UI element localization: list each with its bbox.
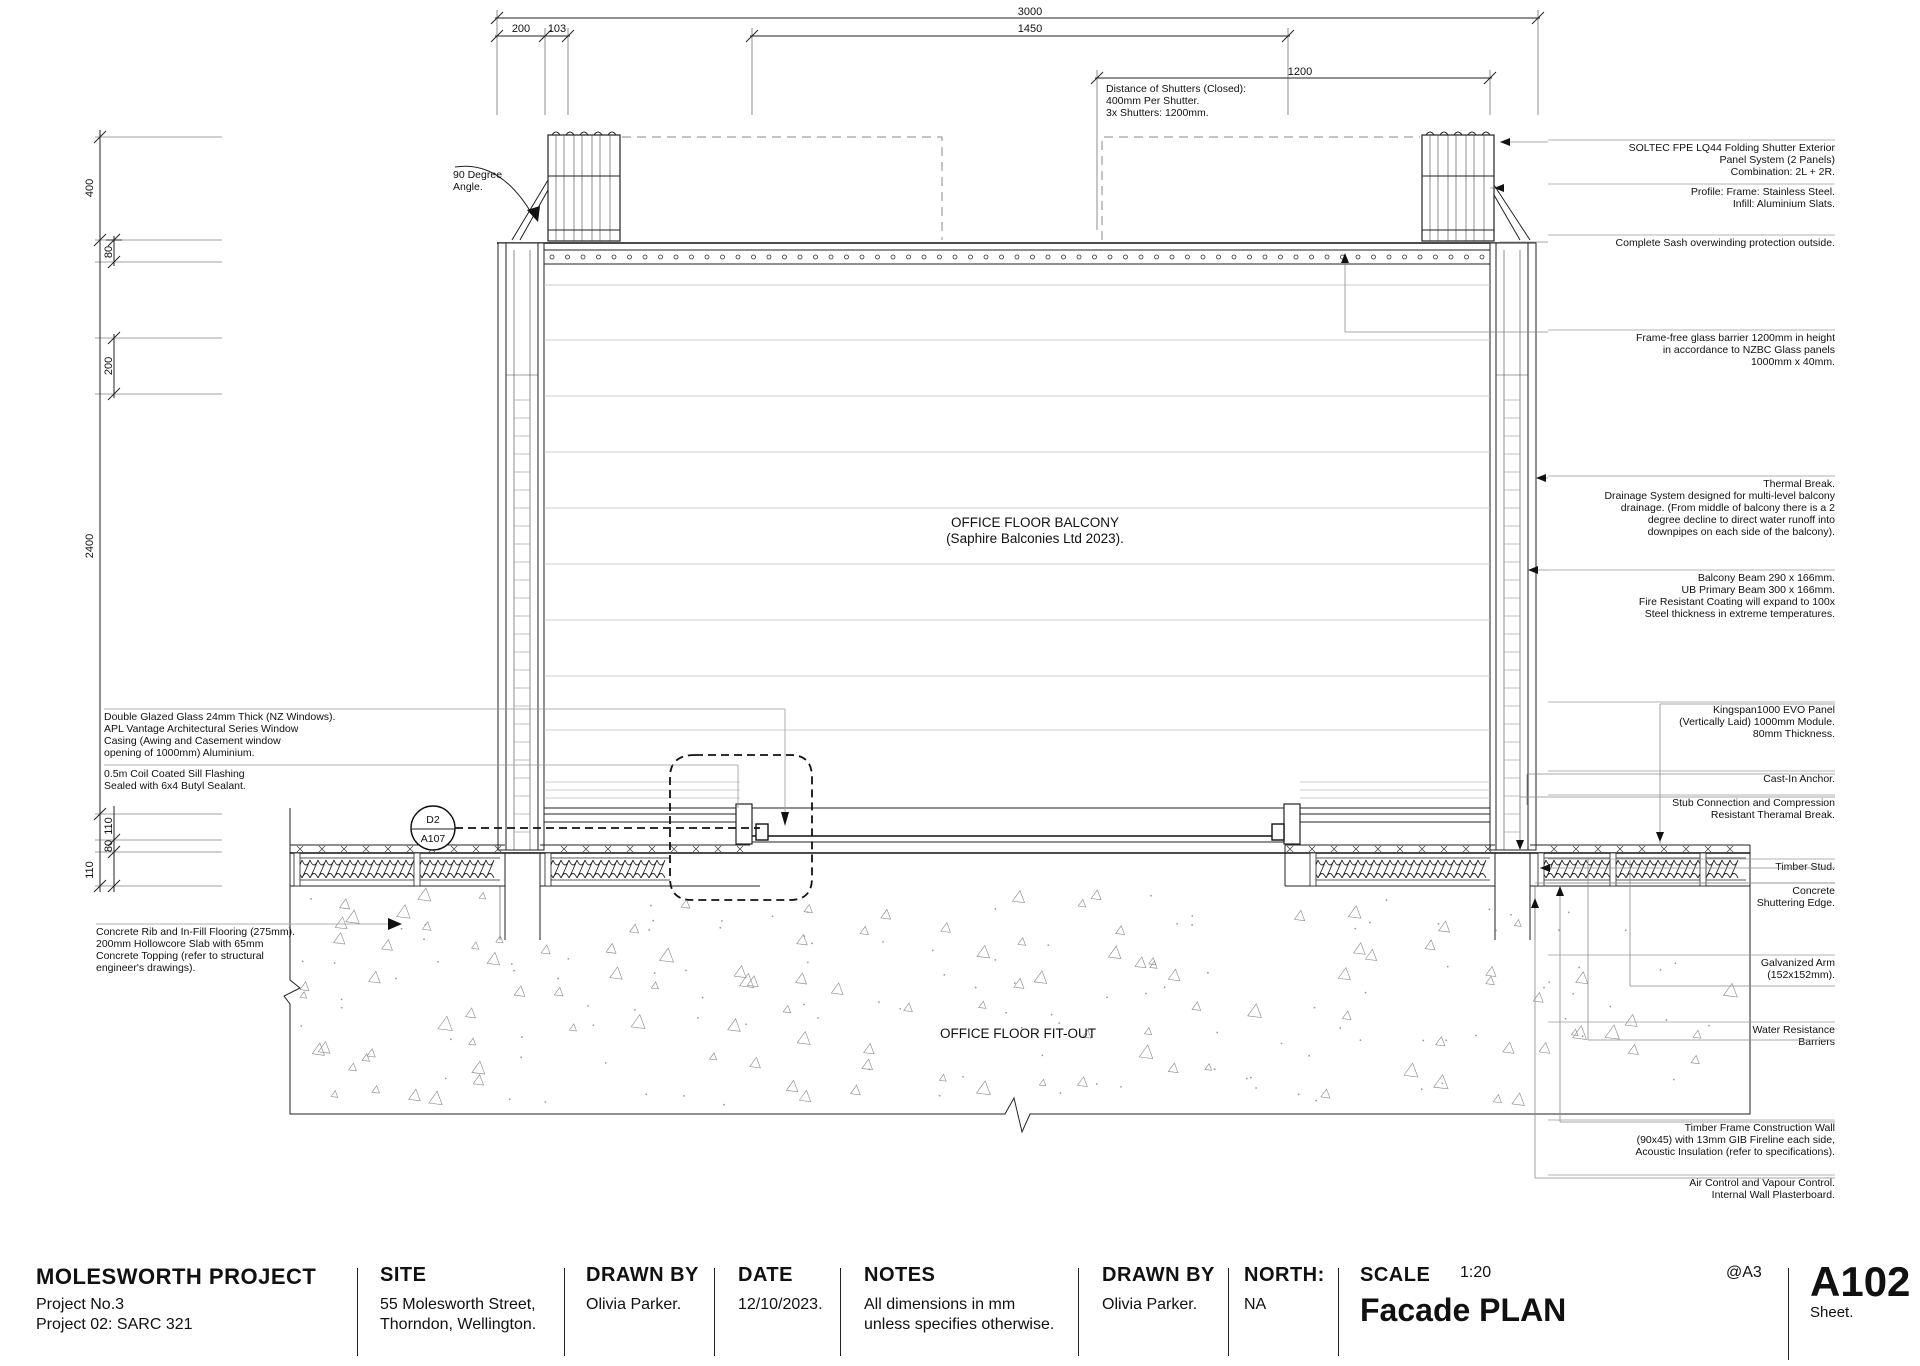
tb-drawn-by-2-name: Olivia Parker. — [1102, 1296, 1198, 1313]
tb-drawn-by-1: DRAWN BY Olivia Parker. — [586, 1262, 706, 1362]
label-balcony-sub: (Saphire Balconies Ltd 2023). — [946, 531, 1124, 546]
tb-date: DATE 12/10/2023. — [738, 1262, 838, 1362]
tb-notes-line1: All dimensions in mm — [864, 1296, 1016, 1313]
tb-sheet-label: Sheet. — [1810, 1304, 1854, 1321]
tb-scale-value: 1:20 — [1460, 1264, 1492, 1281]
right-note: Timber Frame Construction Wall(90x45) wi… — [1635, 1122, 1835, 1158]
right-note: Frame-free glass barrier 1200mm in heigh… — [1636, 332, 1835, 368]
right-notes: SOLTEC FPE LQ44 Folding Shutter Exterior… — [1341, 138, 1836, 1201]
label-fitout: OFFICE FLOOR FIT-OUT — [940, 1026, 1096, 1041]
tb-drawn-by-1-name: Olivia Parker. — [586, 1296, 682, 1313]
left-notes: Double Glazed Glass 24mm Thick (NZ Windo… — [96, 708, 789, 974]
angle-arc — [454, 165, 533, 215]
right-note: Cast-In Anchor. — [1763, 773, 1835, 785]
tb-project-course: Project 02: SARC 321 — [36, 1316, 193, 1333]
tb-project-title: MOLESWORTH PROJECT — [36, 1264, 317, 1289]
tb-scale-head: SCALE — [1360, 1264, 1431, 1286]
right-note: Profile: Frame: Stainless Steel.Infill: … — [1691, 186, 1835, 210]
tb-site-head: SITE — [380, 1264, 427, 1286]
top-dimensions: 3000 200 103 1450 1200 Distance of Shutt… — [490, 6, 1545, 230]
note-concrete: Concrete Rib and In-Fill Flooring (275mm… — [96, 926, 298, 974]
tb-site-line1: 55 Molesworth Street, — [380, 1296, 536, 1313]
dim-v-2400: 2400 — [84, 534, 96, 558]
tb-date-head: DATE — [738, 1264, 793, 1286]
dim-v-80: 80 — [103, 246, 115, 258]
tb-sheet: A102 Sheet. — [1810, 1258, 1918, 1362]
folding-shutter-right — [1421, 131, 1531, 242]
label-balcony: OFFICE FLOOR BALCONY — [951, 515, 1119, 530]
dim-v-110b: 110 — [84, 861, 96, 879]
right-note: Balcony Beam 290 x 166mm.UB Primary Beam… — [1639, 572, 1836, 620]
balcony-frame — [497, 242, 1537, 851]
note-angle: 90 Degree Angle. — [453, 169, 505, 193]
dim-200: 200 — [512, 23, 530, 35]
dim-v-200: 200 — [103, 357, 115, 375]
dim-v-110a: 110 — [103, 817, 115, 835]
tb-north-value: NA — [1244, 1296, 1267, 1313]
folding-shutter-left — [511, 131, 621, 242]
dim-103: 103 — [548, 23, 566, 35]
shutter-open-path-left — [622, 136, 943, 240]
left-dimensions: 400 80 200 2400 110 80 110 — [84, 130, 222, 893]
title-block: MOLESWORTH PROJECT Project No.3 Project … — [0, 1258, 1920, 1366]
detail-ref-top: D2 — [426, 814, 440, 826]
right-note: Kingspan1000 EVO Panel(Vertically Laid) … — [1679, 704, 1835, 740]
shutter-open-path-right — [1101, 136, 1420, 240]
right-note: Complete Sash overwinding protection out… — [1616, 237, 1835, 249]
barrier-bolt-row — [549, 254, 1485, 260]
tb-project: MOLESWORTH PROJECT Project No.3 Project … — [36, 1262, 356, 1362]
right-note: Air Control and Vapour Control.Internal … — [1689, 1177, 1835, 1201]
right-note: SOLTEC FPE LQ44 Folding Shutter Exterior… — [1629, 142, 1836, 178]
slab-insulation — [293, 845, 1746, 887]
note-shutter-distance: Distance of Shutters (Closed): 400mm Per… — [1106, 83, 1249, 119]
note-sill: 0.5m Coil Coated Sill Flashing Sealed wi… — [104, 768, 248, 792]
tb-project-no: Project No.3 — [36, 1296, 125, 1313]
post-panel-marks — [514, 399, 1520, 833]
tb-site: SITE 55 Molesworth Street, Thorndon, Wel… — [380, 1262, 560, 1362]
tb-notes-line2: unless specifies otherwise. — [864, 1316, 1055, 1333]
tb-paper-size: @A3 — [1726, 1264, 1762, 1281]
tb-drawn-by-1-head: DRAWN BY — [586, 1264, 699, 1286]
tb-drawn-by-2-head: DRAWN BY — [1102, 1264, 1215, 1286]
dim-1450: 1450 — [1018, 23, 1042, 35]
concrete-texture — [299, 887, 1738, 1106]
balcony-deck-lines — [544, 284, 1490, 799]
right-note: Thermal Break.Drainage System designed f… — [1604, 478, 1835, 538]
tb-sheet-number: A102 — [1810, 1258, 1911, 1305]
right-note: Timber Stud. — [1775, 861, 1835, 873]
tb-date-value: 12/10/2023. — [738, 1296, 823, 1313]
dim-v-400: 400 — [84, 179, 96, 197]
tb-drawn-by-2: DRAWN BY Olivia Parker. — [1102, 1262, 1222, 1362]
tb-site-line2: Thorndon, Wellington. — [380, 1316, 537, 1333]
tb-scale: SCALE 1:20 Facade PLAN @A3 — [1360, 1262, 1770, 1362]
tb-north: NORTH: NA — [1244, 1262, 1334, 1362]
detail-ref-bottom: A107 — [421, 833, 446, 845]
right-note: Galvanized Arm(152x152mm). — [1761, 957, 1835, 981]
facade-plan-drawing: 3000 200 103 1450 1200 Distance of Shutt… — [84, 6, 1836, 1201]
dim-1200: 1200 — [1288, 66, 1312, 78]
dim-overall: 3000 — [1018, 6, 1042, 18]
tb-notes-head: NOTES — [864, 1264, 936, 1286]
tb-notes: NOTES All dimensions in mm unless specif… — [864, 1262, 1074, 1362]
tb-drawing-title: Facade PLAN — [1360, 1292, 1567, 1328]
dim-v-80b: 80 — [103, 840, 115, 852]
tb-north-head: NORTH: — [1244, 1264, 1325, 1286]
floor-slab — [283, 808, 1751, 1134]
note-glass: Double Glazed Glass 24mm Thick (NZ Windo… — [104, 711, 338, 759]
detail-callout: D2 A107 — [410, 754, 813, 901]
